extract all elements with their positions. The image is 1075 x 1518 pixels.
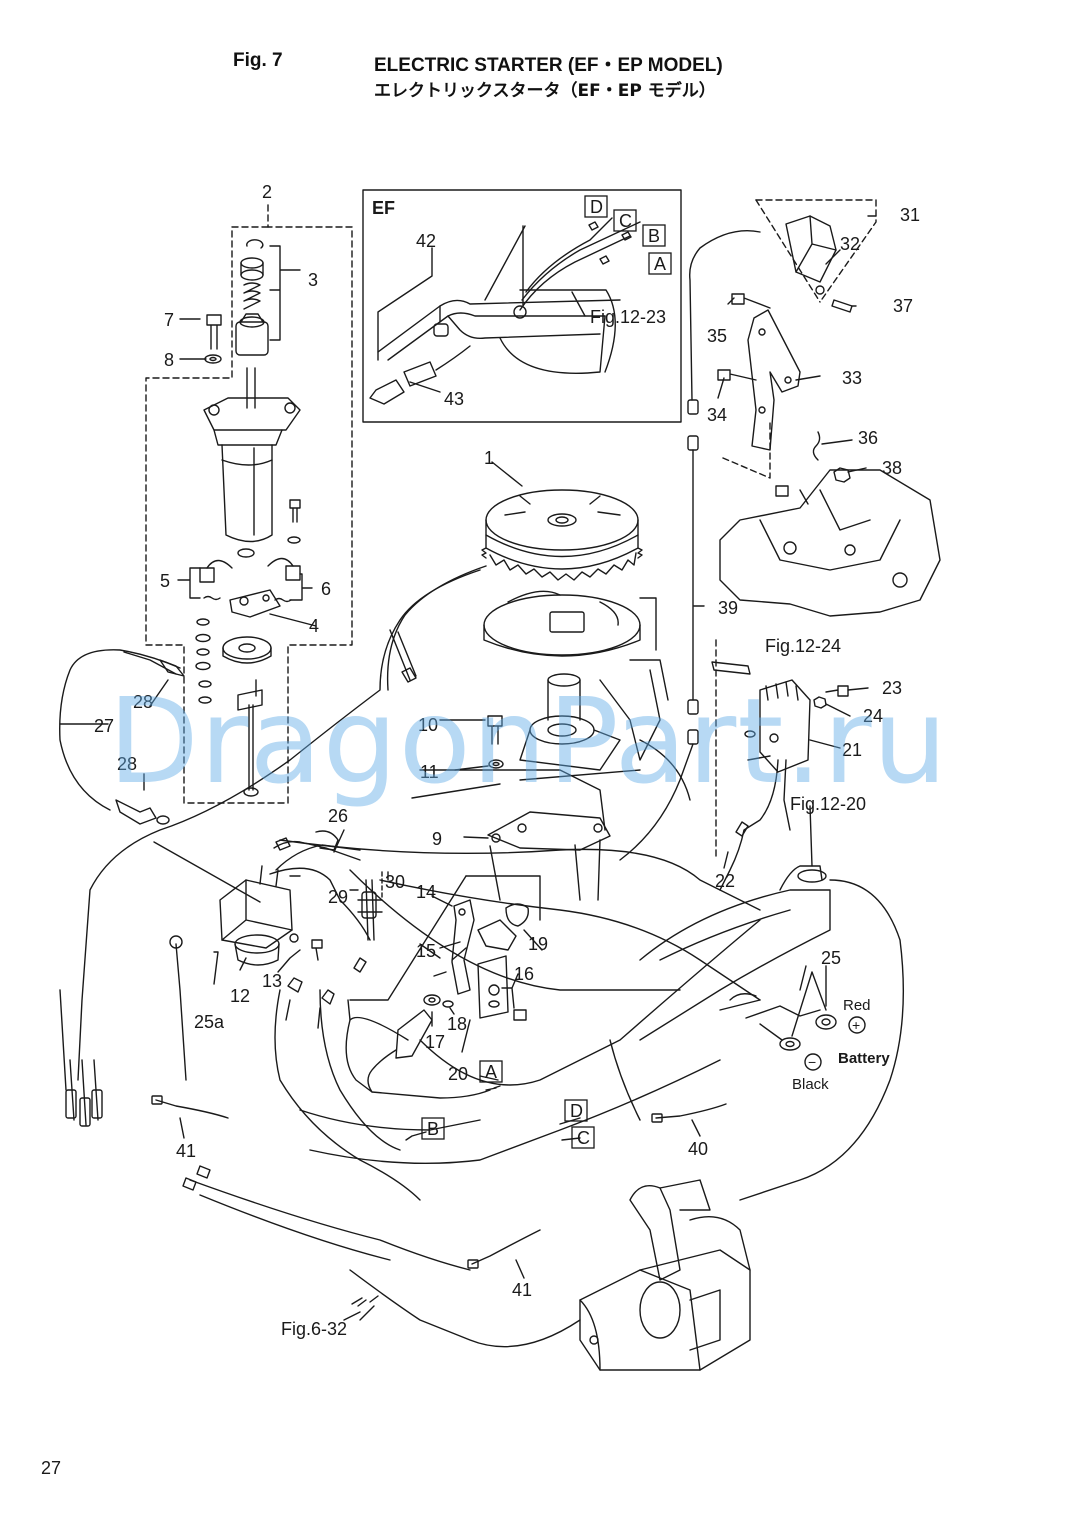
part-number: 24 xyxy=(863,706,883,726)
part-number: 4 xyxy=(309,616,319,636)
watermark: DragonPart.ru xyxy=(108,672,949,810)
cable-ties xyxy=(151,1095,727,1269)
connector-letter-c: C xyxy=(577,1128,590,1148)
part-number: 17 xyxy=(425,1032,445,1052)
neutral-switch-group xyxy=(345,875,541,1099)
part-number: 23 xyxy=(882,678,902,698)
part-number: 42 xyxy=(416,231,436,251)
connector-letter-a: A xyxy=(654,254,666,274)
battery-box xyxy=(639,805,905,1201)
part-number: 31 xyxy=(900,205,920,225)
part-number: 28 xyxy=(117,754,137,774)
part-number: 14 xyxy=(416,882,436,902)
rectifier-group xyxy=(711,661,849,891)
page-title-japanese: エレクトリックスタータ（EF・EP モデル） xyxy=(374,81,716,101)
part-number: 21 xyxy=(842,740,862,760)
reference-fig-12-24: Fig.12-24 xyxy=(765,636,841,656)
part-number: 18 xyxy=(447,1014,467,1034)
part-number: 11 xyxy=(420,762,439,782)
connector-letter-d: D xyxy=(590,197,603,217)
bolt-10-washer-11 xyxy=(439,715,504,839)
reference-fig-12-23: Fig.12-23 xyxy=(590,307,666,327)
part-number: 38 xyxy=(882,458,902,478)
part-number: 8 xyxy=(164,350,174,370)
part-number: 27 xyxy=(94,716,114,736)
starter-motor-group xyxy=(145,204,353,804)
part-number: 13 xyxy=(262,971,282,991)
part-number: 2 xyxy=(262,182,272,202)
page-title: ELECTRIC STARTER (EF・EP MODEL) xyxy=(374,55,723,76)
connector-letter-b: B xyxy=(427,1119,439,1139)
part-number: 32 xyxy=(840,234,860,254)
figure-number: Fig. 7 xyxy=(233,50,283,71)
part-number: 26 xyxy=(328,806,348,826)
part-number: 25 xyxy=(821,948,841,968)
leader-lines xyxy=(59,215,877,1321)
part-number: 35 xyxy=(707,326,727,346)
part-number: 10 xyxy=(418,715,438,735)
battery-positive-symbol: + xyxy=(852,1017,860,1033)
part-number: 6 xyxy=(321,579,331,599)
part-number: 37 xyxy=(893,296,913,316)
part-number: 29 xyxy=(328,887,348,907)
battery-red-label: Red xyxy=(843,997,871,1014)
inset-label: EF xyxy=(372,198,395,218)
part-number: 36 xyxy=(858,428,878,448)
ef-inset-panel xyxy=(362,189,682,423)
part-number: 43 xyxy=(444,389,464,409)
part-number: 9 xyxy=(432,829,442,849)
part-number: 5 xyxy=(160,571,170,591)
part-number: 3 xyxy=(308,270,318,290)
connector-letter-c: C xyxy=(619,211,632,231)
part-number: 20 xyxy=(448,1064,468,1084)
part-number: 41 xyxy=(176,1141,196,1161)
connector-letter-d: D xyxy=(570,1101,583,1121)
part-number: 15 xyxy=(416,941,436,961)
part-number: 22 xyxy=(715,871,735,891)
reference-fig-12-20: Fig.12-20 xyxy=(790,794,866,814)
part-number: 1 xyxy=(484,448,494,468)
part-number: 25a xyxy=(194,1012,225,1032)
remote-control-box xyxy=(579,1179,751,1371)
part-number: 41 xyxy=(512,1280,532,1300)
part-number: 34 xyxy=(707,405,727,425)
reference-fig-6-32: Fig.6-32 xyxy=(281,1319,347,1339)
carburetor-bracket-group xyxy=(717,199,941,617)
battery-label: Battery xyxy=(838,1050,890,1067)
part-number: 16 xyxy=(514,964,534,984)
main-wire-harness xyxy=(59,565,761,1348)
part-number: 7 xyxy=(164,310,174,330)
part-number: 33 xyxy=(842,368,862,388)
page-number: 27 xyxy=(41,1458,62,1478)
flywheel-assembly xyxy=(481,489,661,781)
part-number: 39 xyxy=(718,598,738,618)
part-number: 28 xyxy=(133,692,153,712)
battery-black-label: Black xyxy=(792,1076,829,1093)
battery-cable-27 xyxy=(59,649,261,1081)
starter-solenoid-group xyxy=(219,830,383,1029)
connector-letter-a: A xyxy=(485,1062,497,1082)
part-number: 30 xyxy=(385,872,405,892)
part-number: 19 xyxy=(528,934,548,954)
battery-negative-symbol: − xyxy=(808,1054,816,1070)
part-number: 12 xyxy=(230,986,250,1006)
connector-letter-b: B xyxy=(648,226,660,246)
part-number: 40 xyxy=(688,1139,708,1159)
